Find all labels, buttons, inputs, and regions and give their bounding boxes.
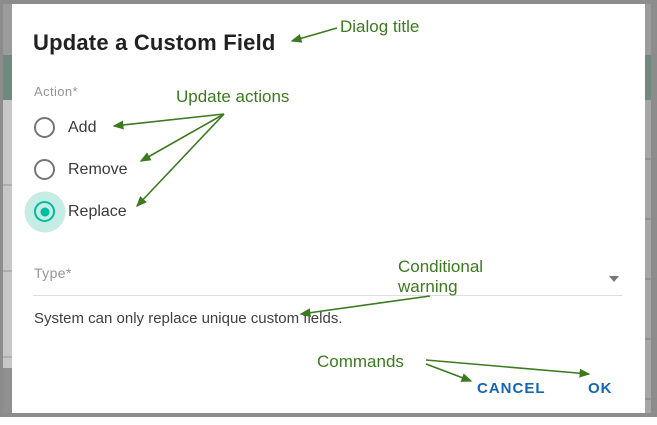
type-select-field[interactable]: Type* (33, 260, 622, 296)
action-group-label: Action* (34, 84, 78, 99)
annotation-update-actions: Update actions (176, 87, 290, 106)
annotation-dialog-title: Dialog title (340, 17, 420, 36)
backdrop-teal-header (3, 55, 12, 100)
annotation-commands: Commands (317, 352, 404, 371)
radio-button-icon[interactable] (34, 117, 55, 138)
ok-button[interactable]: OK (584, 378, 617, 399)
conditional-warning-text: System can only replace unique custom fi… (34, 310, 343, 327)
backdrop-overlay (645, 4, 651, 55)
page-backdrop-right (645, 4, 651, 413)
dropdown-caret-icon[interactable] (609, 276, 619, 282)
cancel-button[interactable]: CANCEL (473, 378, 550, 399)
dialog-title: Update a Custom Field (33, 30, 276, 55)
radio-option-label: Add (68, 118, 97, 136)
frame-border (651, 0, 657, 417)
page-backdrop-left (3, 4, 12, 413)
type-field-label: Type* (34, 265, 72, 281)
frame-border (0, 0, 3, 417)
radio-option-add[interactable]: Add (34, 117, 96, 138)
frame-border (0, 413, 657, 417)
radio-button-icon[interactable] (34, 159, 55, 180)
backdrop-overlay (3, 368, 12, 413)
backdrop-overlay (3, 4, 12, 55)
radio-option-label: Replace (68, 202, 127, 220)
radio-option-replace[interactable]: Replace (34, 201, 127, 222)
radio-option-remove[interactable]: Remove (34, 159, 128, 180)
radio-option-label: Remove (68, 160, 128, 178)
annotation-conditional-warning: Conditional warning (398, 257, 484, 296)
frame-border (0, 0, 657, 4)
field-underline (33, 295, 622, 296)
radio-button-icon[interactable] (34, 201, 55, 222)
backdrop-teal-header (645, 55, 651, 100)
backdrop-table-rows (645, 100, 651, 413)
backdrop-table-rows (3, 100, 12, 368)
